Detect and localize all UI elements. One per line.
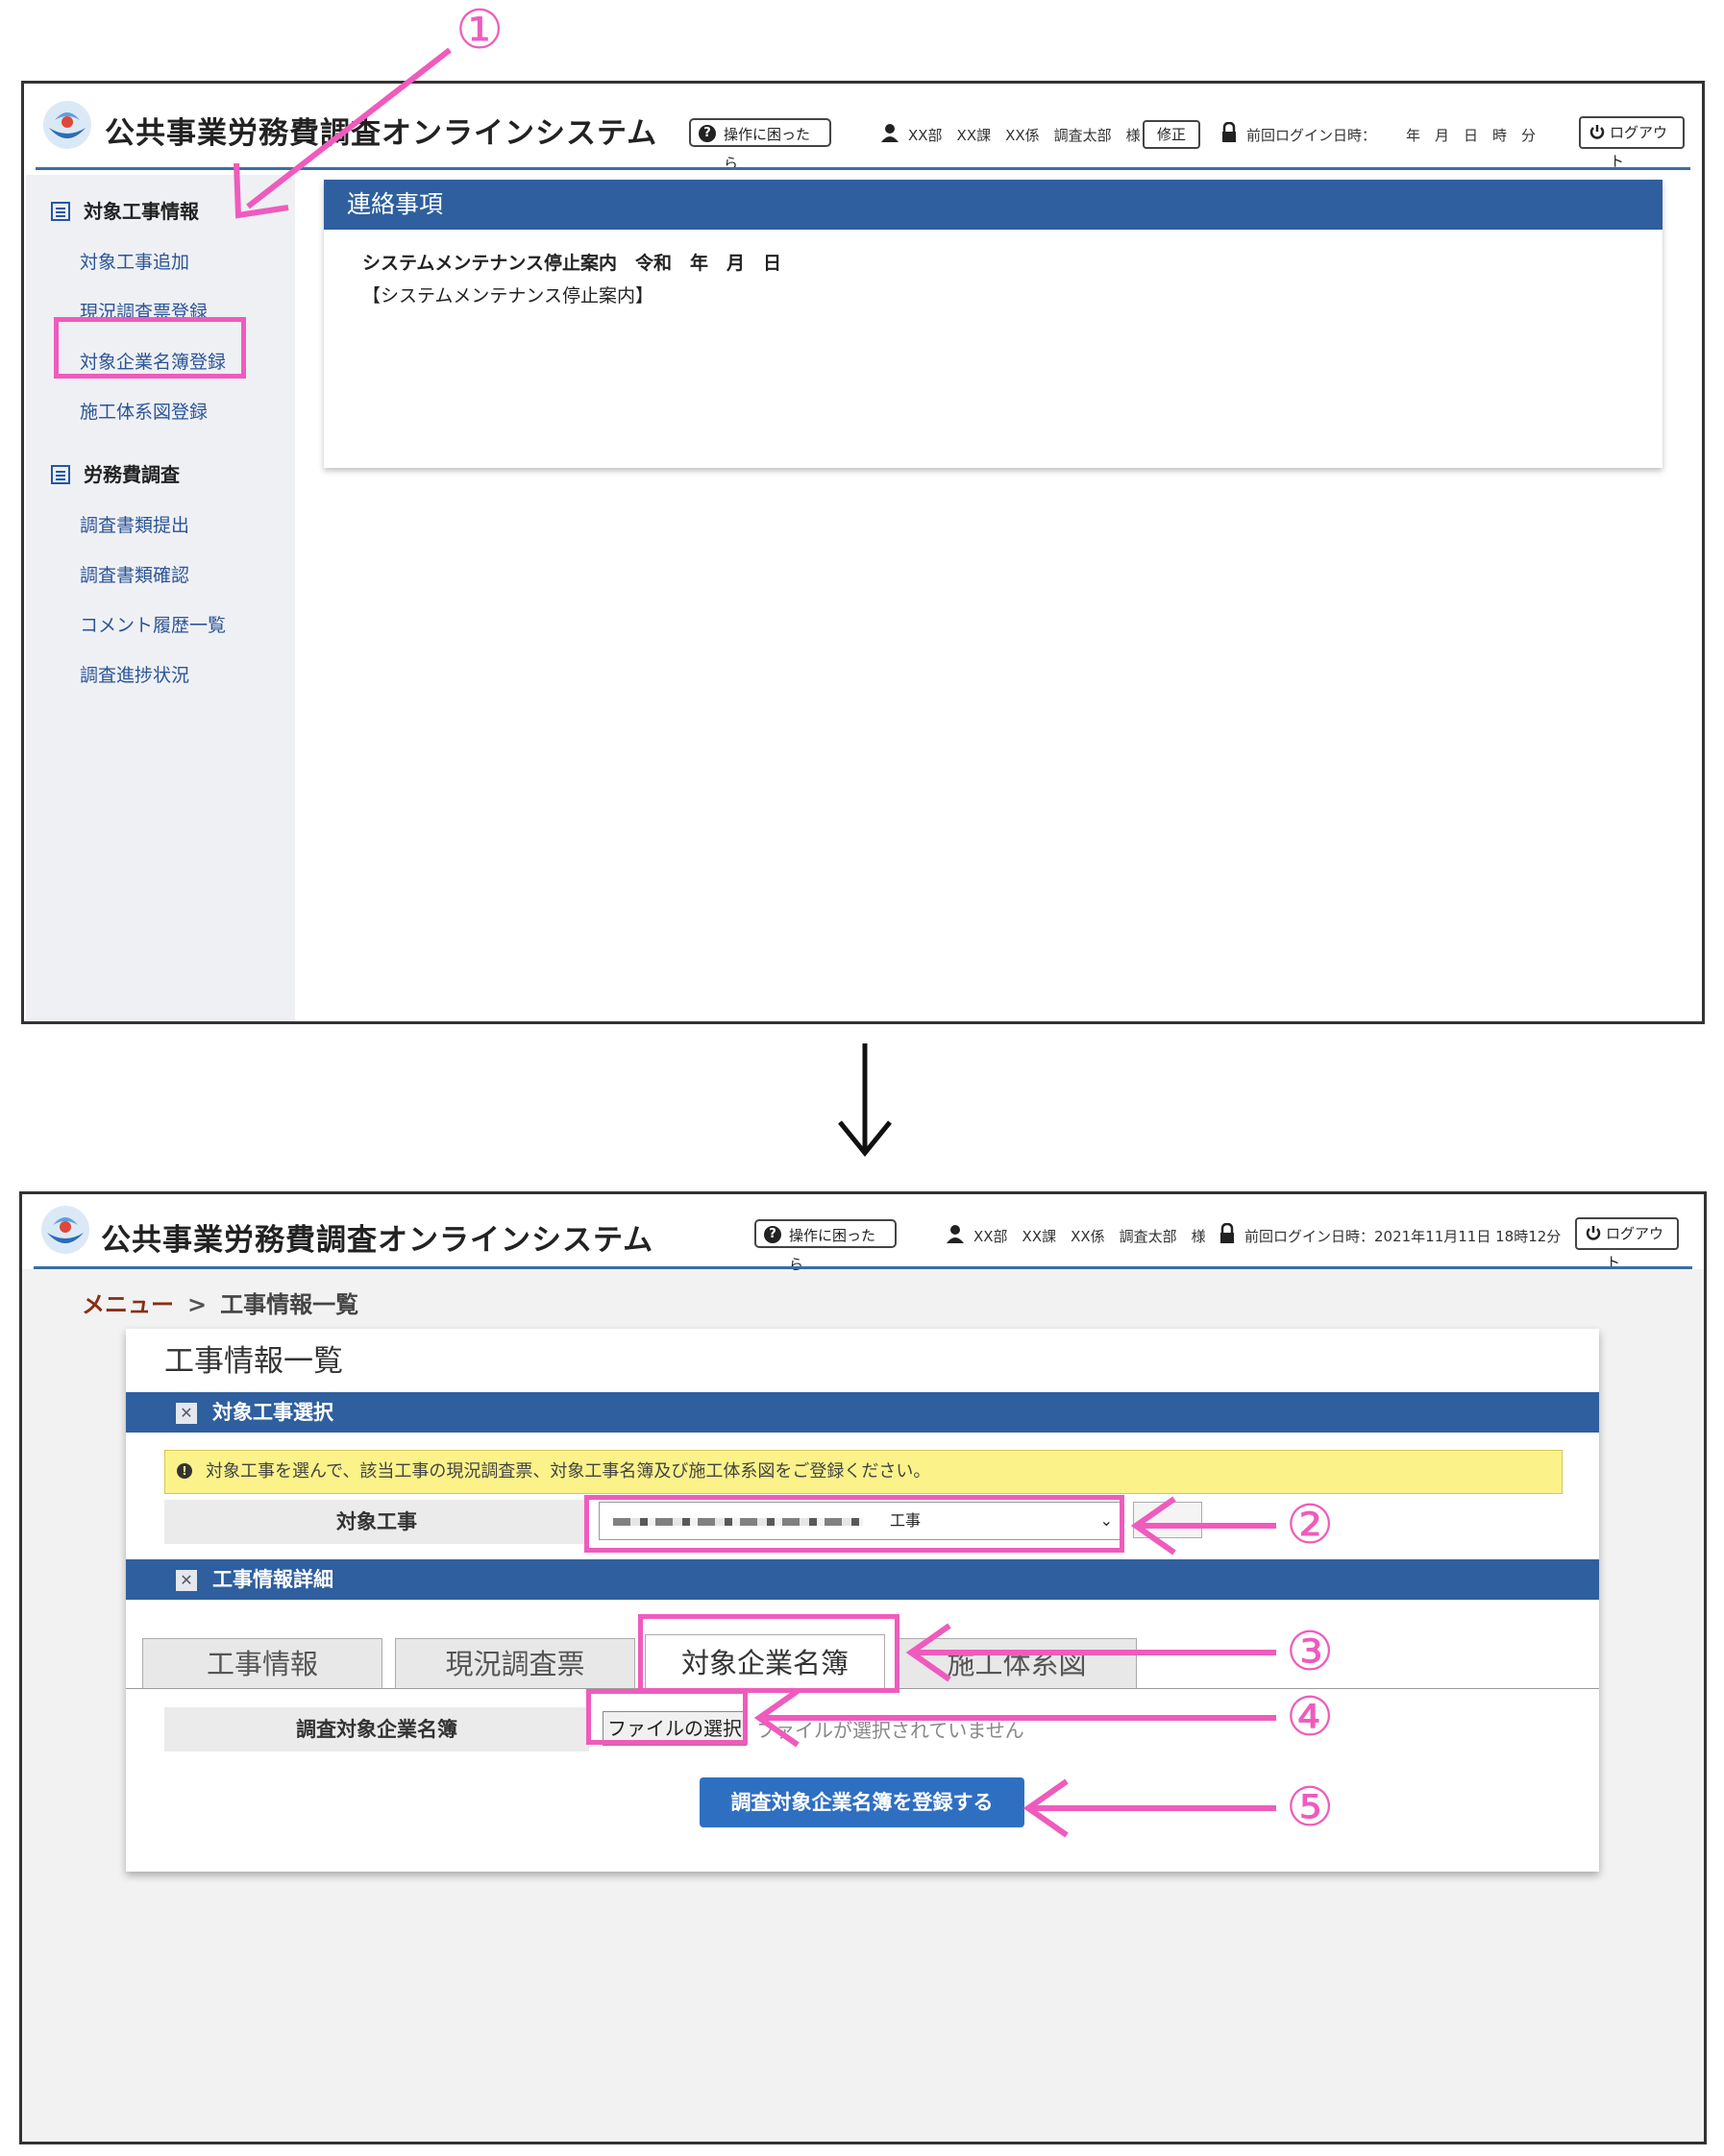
logo-icon	[41, 1206, 89, 1254]
last-login-label: 前回ログイン日時：	[1246, 127, 1377, 144]
top-screenshot-window: 公共事業労務費調査オンラインシステム ? 操作に困ったら XX部 XX課 XX係…	[21, 81, 1705, 1024]
section-title: 対象工事選択	[212, 1401, 333, 1424]
lock-icon	[1220, 1223, 1234, 1243]
logout-label: ログアウト	[1606, 1225, 1664, 1271]
field-label-company-list: 調査対象企業名簿	[164, 1707, 589, 1752]
sidebar-section-construction: 対象工事情報	[51, 196, 199, 224]
highlight-box	[584, 1495, 1124, 1553]
info-alert: ! 対象工事を選んで、該当工事の現況調査票、対象工事名簿及び施工体系図をご登録く…	[164, 1450, 1563, 1494]
power-icon	[1586, 1226, 1601, 1240]
chevron-down-icon: ⌄	[1099, 1511, 1113, 1530]
sidebar-item-check-docs[interactable]: 調査書類確認	[80, 565, 190, 586]
annotation-number: ④	[1286, 1686, 1335, 1749]
breadcrumb-menu[interactable]: メニュー	[82, 1291, 174, 1318]
app-title: 公共事業労務費調査オンラインシステム	[101, 1223, 654, 1258]
construction-info-card: 工事情報一覧 ✕ 対象工事選択 ! 対象工事を選んで、該当工事の現況調査票、対象…	[126, 1329, 1599, 1872]
power-icon	[1589, 125, 1605, 139]
highlight-box	[54, 317, 246, 379]
register-company-list-button[interactable]: 調査対象企業名簿を登録する	[700, 1777, 1024, 1827]
edit-button[interactable]: 修正	[1143, 120, 1200, 149]
close-icon[interactable]: ✕	[176, 1570, 197, 1591]
bottom-header: 公共事業労務費調査オンラインシステム ? 操作に困ったら XX部 XX課 XX係…	[22, 1194, 1704, 1273]
user-icon	[881, 124, 899, 142]
construction-select[interactable]: 工事 ⌄	[599, 1502, 1123, 1540]
bottom-screenshot-window: 公共事業労務費調査オンラインシステム ? 操作に困ったら XX部 XX課 XX係…	[19, 1191, 1707, 2144]
question-icon: ?	[699, 125, 716, 142]
sidebar: 対象工事情報 対象工事追加 現況調査票登録 対象企業名簿登録 施工体系図登録 労…	[26, 175, 295, 1021]
breadcrumb: メニュー > 工事情報一覧	[82, 1286, 358, 1319]
alert-text: 対象工事を選んで、該当工事の現況調査票、対象工事名簿及び施工体系図をご登録くださ…	[206, 1461, 931, 1482]
annotation-number: ⑤	[1286, 1776, 1335, 1839]
breadcrumb-separator: >	[187, 1291, 208, 1318]
annotation-number: ②	[1286, 1494, 1335, 1556]
sidebar-section-labor: 労務費調査	[51, 459, 180, 487]
logout-button[interactable]: ログアウト	[1575, 1217, 1679, 1271]
sidebar-item-company-list-register[interactable]: 対象企業名簿登録	[80, 352, 227, 373]
last-login-value: 年 月 日 時 分	[1406, 127, 1537, 144]
sidebar-item-submit-docs[interactable]: 調査書類提出	[80, 515, 190, 536]
annotation-arrow	[234, 47, 452, 219]
tab-construction-info[interactable]: 工事情報	[142, 1638, 382, 1688]
list-icon	[51, 465, 70, 484]
user-name: XX部 XX課 XX係 調査太部 様	[908, 127, 1141, 144]
sidebar-item-structure-register[interactable]: 施工体系図登録	[80, 402, 209, 423]
annotation-number: ③	[1286, 1621, 1335, 1683]
sidebar-item-add-construction[interactable]: 対象工事追加	[80, 252, 190, 273]
highlight-box	[586, 1689, 748, 1745]
last-login: 前回ログイン日時：2021年11月11日 18時12分	[1244, 1228, 1562, 1245]
highlight-box	[638, 1614, 899, 1693]
sidebar-item-comment-history[interactable]: コメント履歴一覧	[80, 615, 227, 636]
user-name: XX部 XX課 XX係 調査太部 様	[973, 1228, 1206, 1245]
list-icon	[51, 202, 70, 221]
annotation-number: ①	[456, 0, 505, 61]
section-bar-detail: ✕ 工事情報詳細	[126, 1559, 1599, 1600]
app-title: 公共事業労務費調査オンラインシステム	[105, 116, 658, 151]
file-status: ファイルが選択されていません	[756, 1719, 1024, 1742]
help-button[interactable]: ? 操作に困ったら	[754, 1219, 897, 1273]
notice-panel: 連絡事項 システムメンテナンス停止案内 令和 年 月 日 【システムメンテナンス…	[324, 180, 1662, 468]
top-header: 公共事業労務費調査オンラインシステム ? 操作に困ったら XX部 XX課 XX係…	[24, 84, 1702, 172]
logout-label: ログアウト	[1610, 124, 1668, 170]
tab-survey-sheet[interactable]: 現況調査票	[395, 1638, 635, 1688]
logout-button[interactable]: ログアウト	[1579, 116, 1685, 170]
header-divider	[36, 167, 1690, 170]
notice-header: 連絡事項	[324, 180, 1662, 230]
section-title: 工事情報詳細	[212, 1568, 333, 1591]
page-title: 工事情報一覧	[164, 1344, 343, 1379]
info-icon: !	[177, 1463, 192, 1479]
sidebar-section-label: 労務費調査	[84, 463, 180, 486]
select-value: 工事	[890, 1511, 922, 1530]
close-icon[interactable]: ✕	[176, 1403, 197, 1424]
tab-company-list[interactable]: 対象企業名簿	[645, 1634, 885, 1690]
notice-line: システムメンテナンス停止案内 令和 年 月 日	[362, 253, 782, 274]
logo-icon	[43, 101, 91, 149]
field-label-construction: 対象工事	[164, 1500, 589, 1544]
notice-line: 【システムメンテナンス停止案内】	[362, 285, 654, 306]
annotation-arrows	[753, 1496, 1276, 1838]
breadcrumb-current: 工事情報一覧	[220, 1291, 359, 1318]
lock-icon	[1222, 122, 1236, 142]
user-icon	[947, 1225, 964, 1243]
question-icon: ?	[764, 1226, 781, 1243]
redacted-text	[613, 1518, 863, 1526]
section-bar-select: ✕ 対象工事選択	[126, 1392, 1599, 1433]
header-divider	[34, 1266, 1692, 1269]
sidebar-section-label: 対象工事情報	[84, 200, 199, 223]
transition-arrow	[838, 1043, 892, 1157]
sidebar-item-progress[interactable]: 調査進捗状況	[80, 665, 190, 686]
